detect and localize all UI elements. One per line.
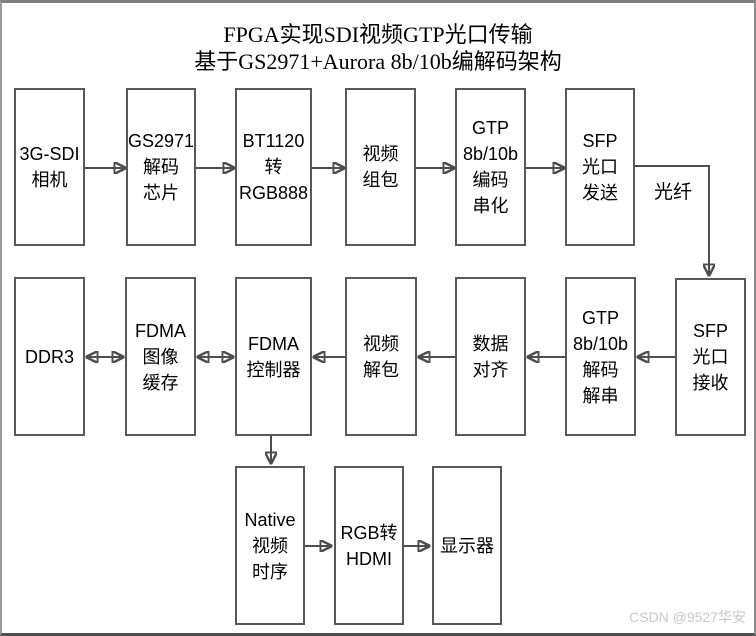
block-video-unpack: 视频 解包: [345, 277, 417, 436]
arrow-fiber-sfp-tx-to-sfp-rx: [635, 165, 709, 275]
block-gs2971-decoder: GS2971 解码 芯片: [126, 88, 196, 246]
block-display: 显示器: [432, 466, 502, 625]
block-native-video-timing-label: Native 视频 时序: [244, 509, 296, 582]
block-rgb-to-hdmi: RGB转 HDMI: [334, 466, 404, 625]
diagram-title-line1: FPGA实现SDI视频GTP光口传输: [223, 22, 533, 47]
block-sfp-optical-tx: SFP 光口 发送: [565, 88, 635, 246]
block-gtp-decode-deserialize: GTP 8b/10b 解码 解串: [565, 277, 636, 436]
block-sfp-optical-rx-label: SFP 光口 接收: [692, 321, 729, 393]
block-gtp-decode-deserialize-label: GTP 8b/10b 解码 解串: [572, 307, 629, 406]
block-fdma-image-buffer: FDMA 图像 缓存: [125, 277, 196, 436]
block-sfp-optical-rx: SFP 光口 接收: [675, 278, 746, 436]
block-ddr3: DDR3: [14, 277, 85, 436]
block-gtp-encode-serialize: GTP 8b/10b 编码 串化: [455, 88, 526, 246]
block-ddr3-label: DDR3: [24, 346, 74, 367]
block-fdma-image-buffer-label: FDMA 图像 缓存: [135, 320, 186, 393]
block-rgb-to-hdmi-label: RGB转 HDMI: [340, 522, 398, 569]
csdn-watermark: CSDN @9527华安: [629, 609, 746, 625]
block-fdma-controller: FDMA 控制器: [235, 277, 312, 436]
diagram-title: FPGA实现SDI视频GTP光口传输 基于GS2971+Aurora 8b/10…: [2, 21, 754, 75]
block-bt1120-to-rgb888: BT1120 转 RGB888: [235, 88, 312, 246]
block-fdma-controller-label: FDMA 控制器: [246, 333, 301, 380]
block-video-pack: 视频 组包: [345, 88, 416, 246]
block-gtp-encode-serialize-label: GTP 8b/10b 编码 串化: [462, 118, 519, 216]
block-data-align: 数据 对齐: [455, 277, 526, 436]
block-bt1120-to-rgb888-label: BT1120 转 RGB888: [238, 131, 309, 203]
block-video-unpack-label: 视频 解包: [363, 333, 399, 380]
block-native-video-timing: Native 视频 时序: [235, 466, 305, 625]
block-data-align-label: 数据 对齐: [472, 333, 509, 380]
diagram-title-line2: 基于GS2971+Aurora 8b/10b编解码架构: [194, 49, 562, 74]
block-3g-sdi-camera: 3G-SDI 相机: [14, 88, 85, 246]
block-video-pack-label: 视频 组包: [362, 144, 399, 190]
block-gs2971-decoder-label: GS2971 解码 芯片: [127, 131, 195, 203]
block-display-label: 显示器: [440, 535, 494, 556]
block-3g-sdi-camera-label: 3G-SDI 相机: [19, 144, 80, 190]
connector-arrows: [85, 3, 756, 636]
block-sfp-optical-tx-label: SFP 光口 发送: [582, 131, 618, 203]
fiber-label: 光纤: [654, 182, 693, 203]
